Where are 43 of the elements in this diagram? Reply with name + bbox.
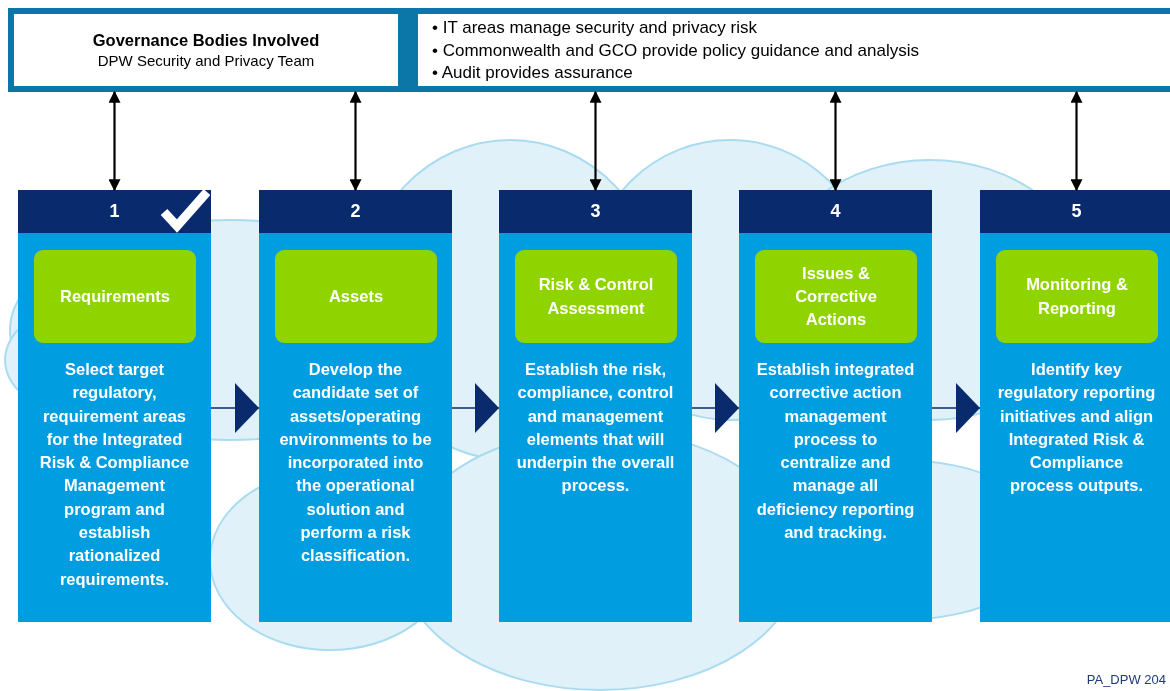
header-band — [8, 8, 1170, 92]
step-column — [739, 190, 932, 622]
governance-panel — [14, 14, 398, 86]
step-title: Requirements — [59, 285, 171, 307]
step-description: Establish the risk, compliance, control and management elements that will underpin the overall process. — [516, 359, 675, 497]
chevron-arrow — [451, 383, 500, 433]
bullet-item: • Commonwealth and GCO provide policy guidance and analysis — [432, 39, 920, 62]
step-title-box — [996, 250, 1158, 343]
step-title-box — [515, 250, 677, 343]
step-number: 1 — [108, 201, 121, 222]
double-arrow — [349, 90, 362, 192]
step-description: Establish integrated corrective action management process to centralize and manage all deficiency reporting and tracking. — [756, 359, 915, 544]
step-title-box — [34, 250, 196, 343]
chevron-arrow — [691, 383, 740, 433]
step-title: Monitoring & Reporting — [1025, 274, 1129, 319]
step-title: Issues & Corrective Actions — [794, 262, 878, 331]
step-title-box — [275, 250, 437, 343]
double-arrow — [829, 90, 842, 192]
panel-heading: Governance Bodies Involved — [92, 31, 320, 50]
bullet-item: • Audit provides assurance — [432, 62, 634, 84]
step-description: Identify key regulatory reporting initiatives and align Integrated Risk & Compliance process outputs. — [997, 359, 1156, 497]
chevron-arrow — [931, 383, 981, 433]
double-arrow — [589, 90, 602, 192]
chevron-arrow — [210, 383, 260, 433]
step-title: Assets — [327, 285, 385, 307]
step-title: Risk & Control Assessment — [537, 274, 655, 319]
step-title-box — [755, 250, 917, 343]
document-code: PA_DPW 204 — [1086, 672, 1166, 687]
step-description: Select target regulatory, requirement areas for the Integrated Risk & Compliance Management program and establish rationalized requirements. — [38, 359, 191, 590]
step-column — [18, 190, 211, 622]
bullet-item: • IT areas manage security and privacy risk — [432, 17, 758, 39]
panel-subheading: DPW Security and Privacy Team — [97, 52, 315, 69]
step-column — [499, 190, 692, 622]
step-number: 5 — [1070, 201, 1083, 222]
double-arrow — [1070, 90, 1083, 192]
step-column — [980, 190, 1170, 622]
double-arrow — [108, 90, 121, 192]
bullet-panel — [418, 14, 1170, 86]
step-number: 2 — [349, 201, 362, 222]
step-column — [259, 190, 452, 622]
step-number: 4 — [829, 201, 842, 222]
step-description: Develop the candidate set of assets/operating environments to be incorporated into the operational solution and perform a risk classification. — [278, 359, 433, 567]
step-number: 3 — [589, 201, 602, 222]
